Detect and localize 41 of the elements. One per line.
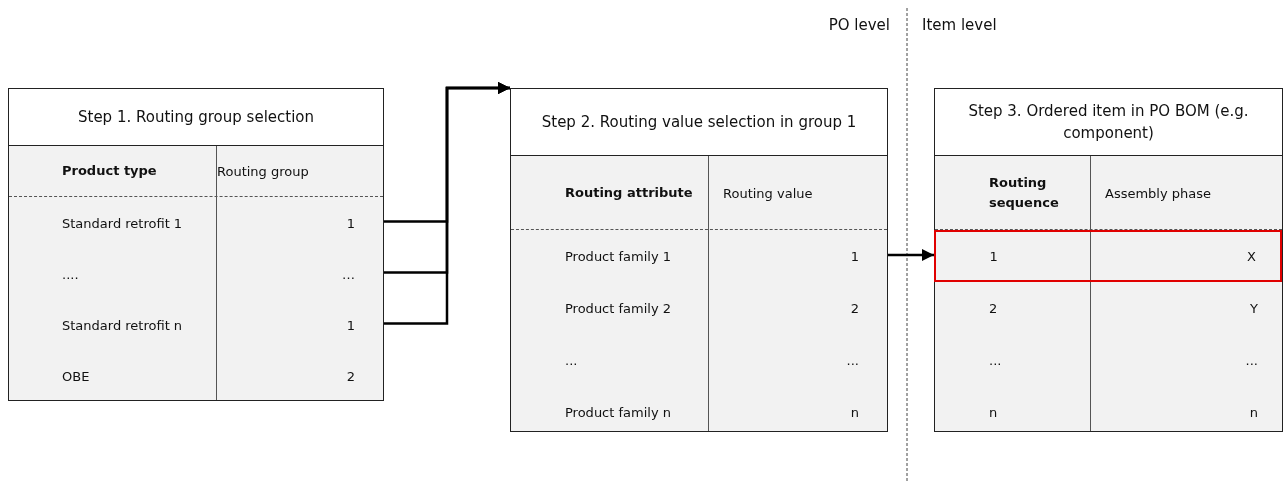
row-value: Y xyxy=(1250,300,1258,316)
row-value: 2 xyxy=(346,368,355,383)
row-label: Standard retrofit 1 xyxy=(62,215,183,230)
table xyxy=(8,88,384,401)
column-header: Routing value xyxy=(723,185,813,200)
arrow xyxy=(384,81,510,325)
row-label: 1 xyxy=(989,248,998,264)
level-label: Item level xyxy=(922,16,997,34)
table xyxy=(510,88,888,432)
row-label: .... xyxy=(62,266,79,281)
row-value: ... xyxy=(846,352,859,368)
row-value: X xyxy=(1247,248,1256,264)
table-row xyxy=(933,230,1282,282)
row-label: Product family n xyxy=(565,404,671,420)
row-value: 2 xyxy=(850,300,859,316)
column-header: Product type xyxy=(62,162,158,180)
row-value: 1 xyxy=(850,248,859,264)
row-value: ... xyxy=(1245,352,1258,368)
table-title: Step 3. Ordered item in PO BOM (e.g. component) xyxy=(967,101,1250,144)
table-title: Step 1. Routing group selection xyxy=(78,107,314,128)
column-header: Routing attribute xyxy=(565,183,694,202)
row-label: Product family 2 xyxy=(565,300,672,316)
row-label: ... xyxy=(989,352,1002,368)
row-value: n xyxy=(1249,404,1258,420)
row-label: n xyxy=(989,404,998,420)
arrow xyxy=(888,248,934,262)
row-label: Product family 1 xyxy=(565,248,672,264)
row-label: 2 xyxy=(989,300,998,316)
row-value: 1 xyxy=(346,317,355,332)
row-value: n xyxy=(850,404,859,420)
row-label: OBE xyxy=(62,368,90,383)
column-header: Routing group xyxy=(217,163,309,179)
column-header: Routing sequence xyxy=(989,173,1060,212)
row-label: Standard retrofit n xyxy=(62,317,183,332)
row-value: … xyxy=(342,266,355,281)
row-label: ... xyxy=(565,352,578,368)
table-title: Step 2. Routing value selection in group 1 xyxy=(541,112,857,133)
row-value: 1 xyxy=(346,215,355,230)
level-label: PO level xyxy=(828,16,890,34)
column-header: Assembly phase xyxy=(1105,185,1212,200)
table xyxy=(934,88,1283,432)
